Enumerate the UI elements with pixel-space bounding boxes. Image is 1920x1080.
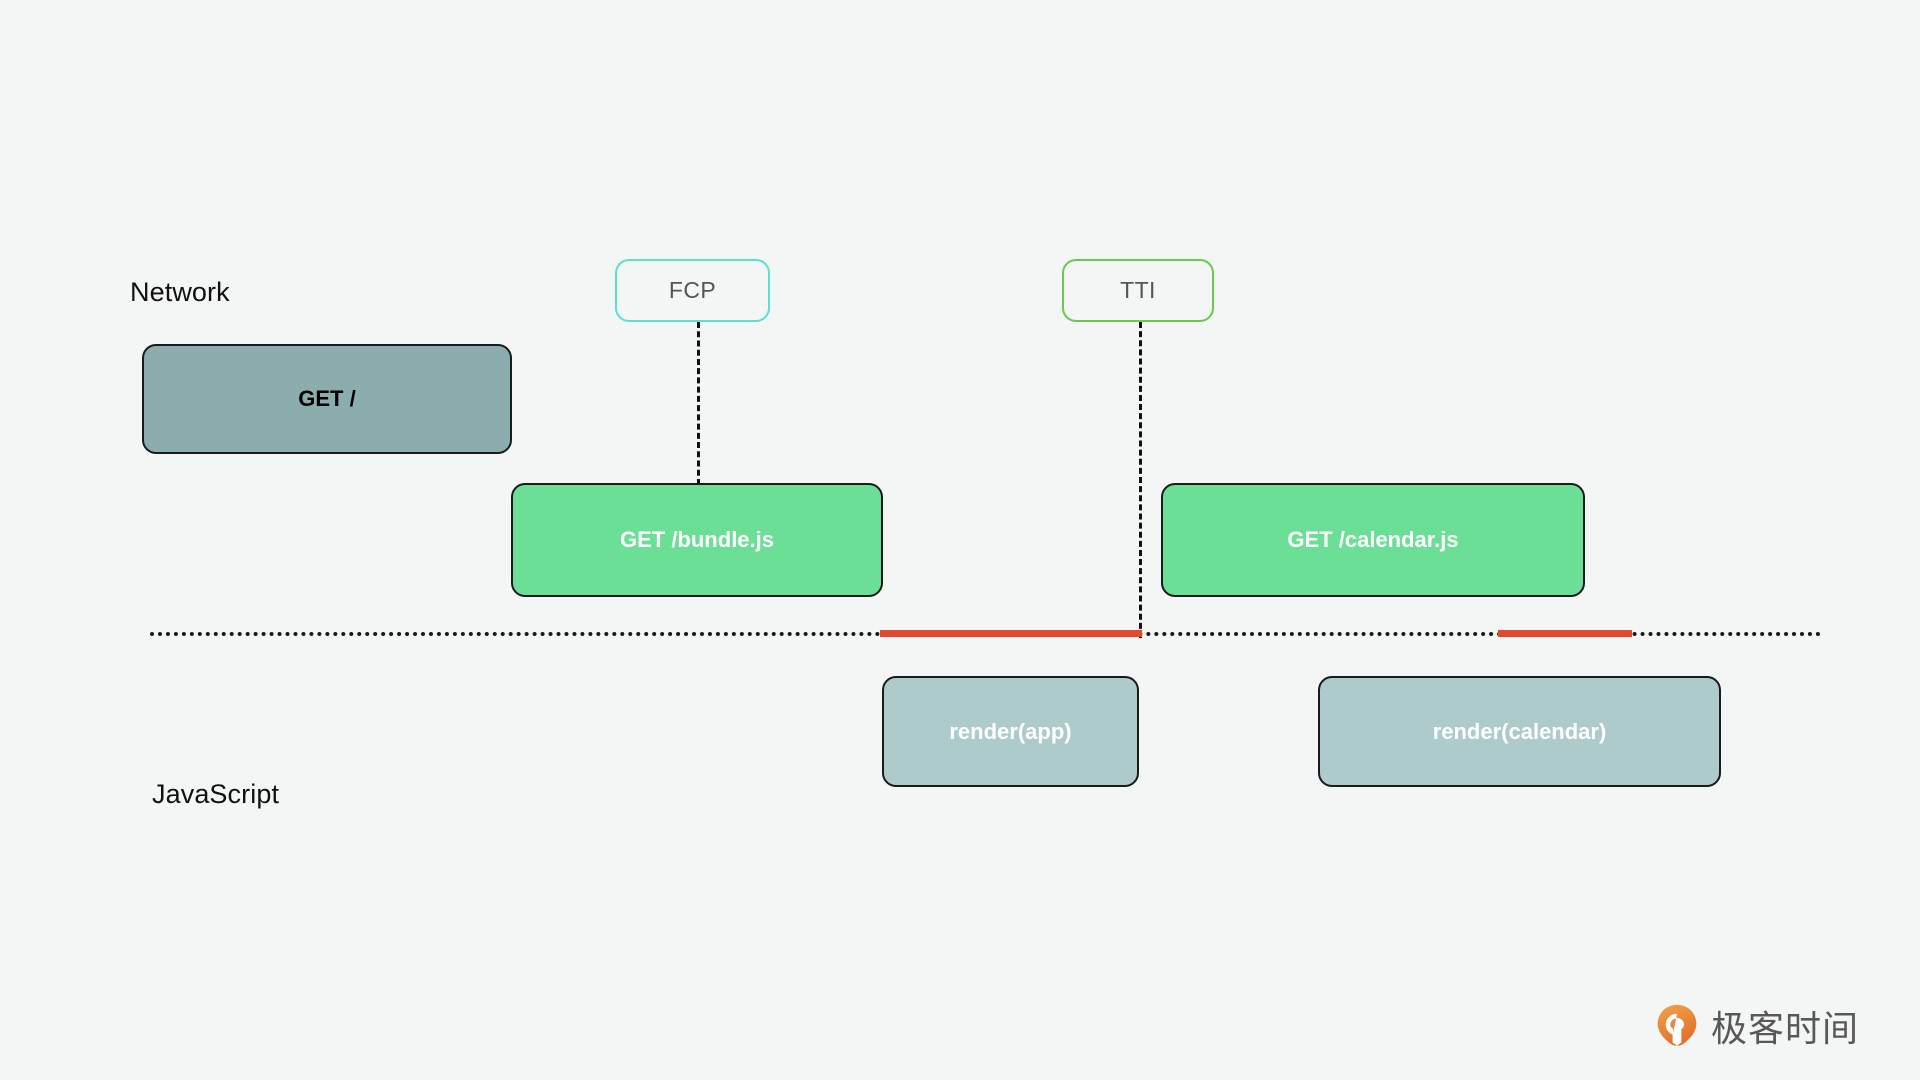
timeline-axis xyxy=(150,630,1822,637)
metric-badge-tti-label: TTI xyxy=(1120,277,1156,303)
watermark-text: 极客时间 xyxy=(1711,1009,1860,1050)
fcp-connector-line xyxy=(697,322,700,485)
timeline-blocking-segment-1 xyxy=(880,630,1142,637)
metric-badge-fcp[interactable]: FCP xyxy=(615,259,770,322)
watermark: 极客时间 xyxy=(1654,1000,1859,1052)
javascript-bar-render-calendar[interactable]: render(calendar) xyxy=(1318,676,1721,787)
metric-badge-tti[interactable]: TTI xyxy=(1062,259,1214,322)
metric-badge-fcp-label: FCP xyxy=(668,277,717,303)
network-bar-get-calendar[interactable]: GET /calendar.js xyxy=(1161,483,1585,597)
network-bar-get-calendar-label: GET /calendar.js xyxy=(1287,527,1459,552)
tti-connector-line xyxy=(1139,322,1142,638)
network-lane-label: Network xyxy=(130,277,230,307)
network-bar-get-root[interactable]: GET / xyxy=(142,344,512,454)
network-bar-get-root-label: GET / xyxy=(298,386,356,411)
network-bar-get-bundle-label: GET /bundle.js xyxy=(619,527,774,552)
javascript-bar-render-app-label: render(app) xyxy=(949,718,1072,744)
network-bar-get-bundle[interactable]: GET /bundle.js xyxy=(511,483,883,597)
timeline-blocking-segment-2 xyxy=(1498,630,1632,637)
javascript-lane-label: JavaScript xyxy=(152,779,280,809)
javascript-bar-render-calendar-label: render(calendar) xyxy=(1432,718,1607,744)
javascript-bar-render-app[interactable]: render(app) xyxy=(882,676,1139,787)
geektime-logo-icon xyxy=(1657,1004,1697,1046)
